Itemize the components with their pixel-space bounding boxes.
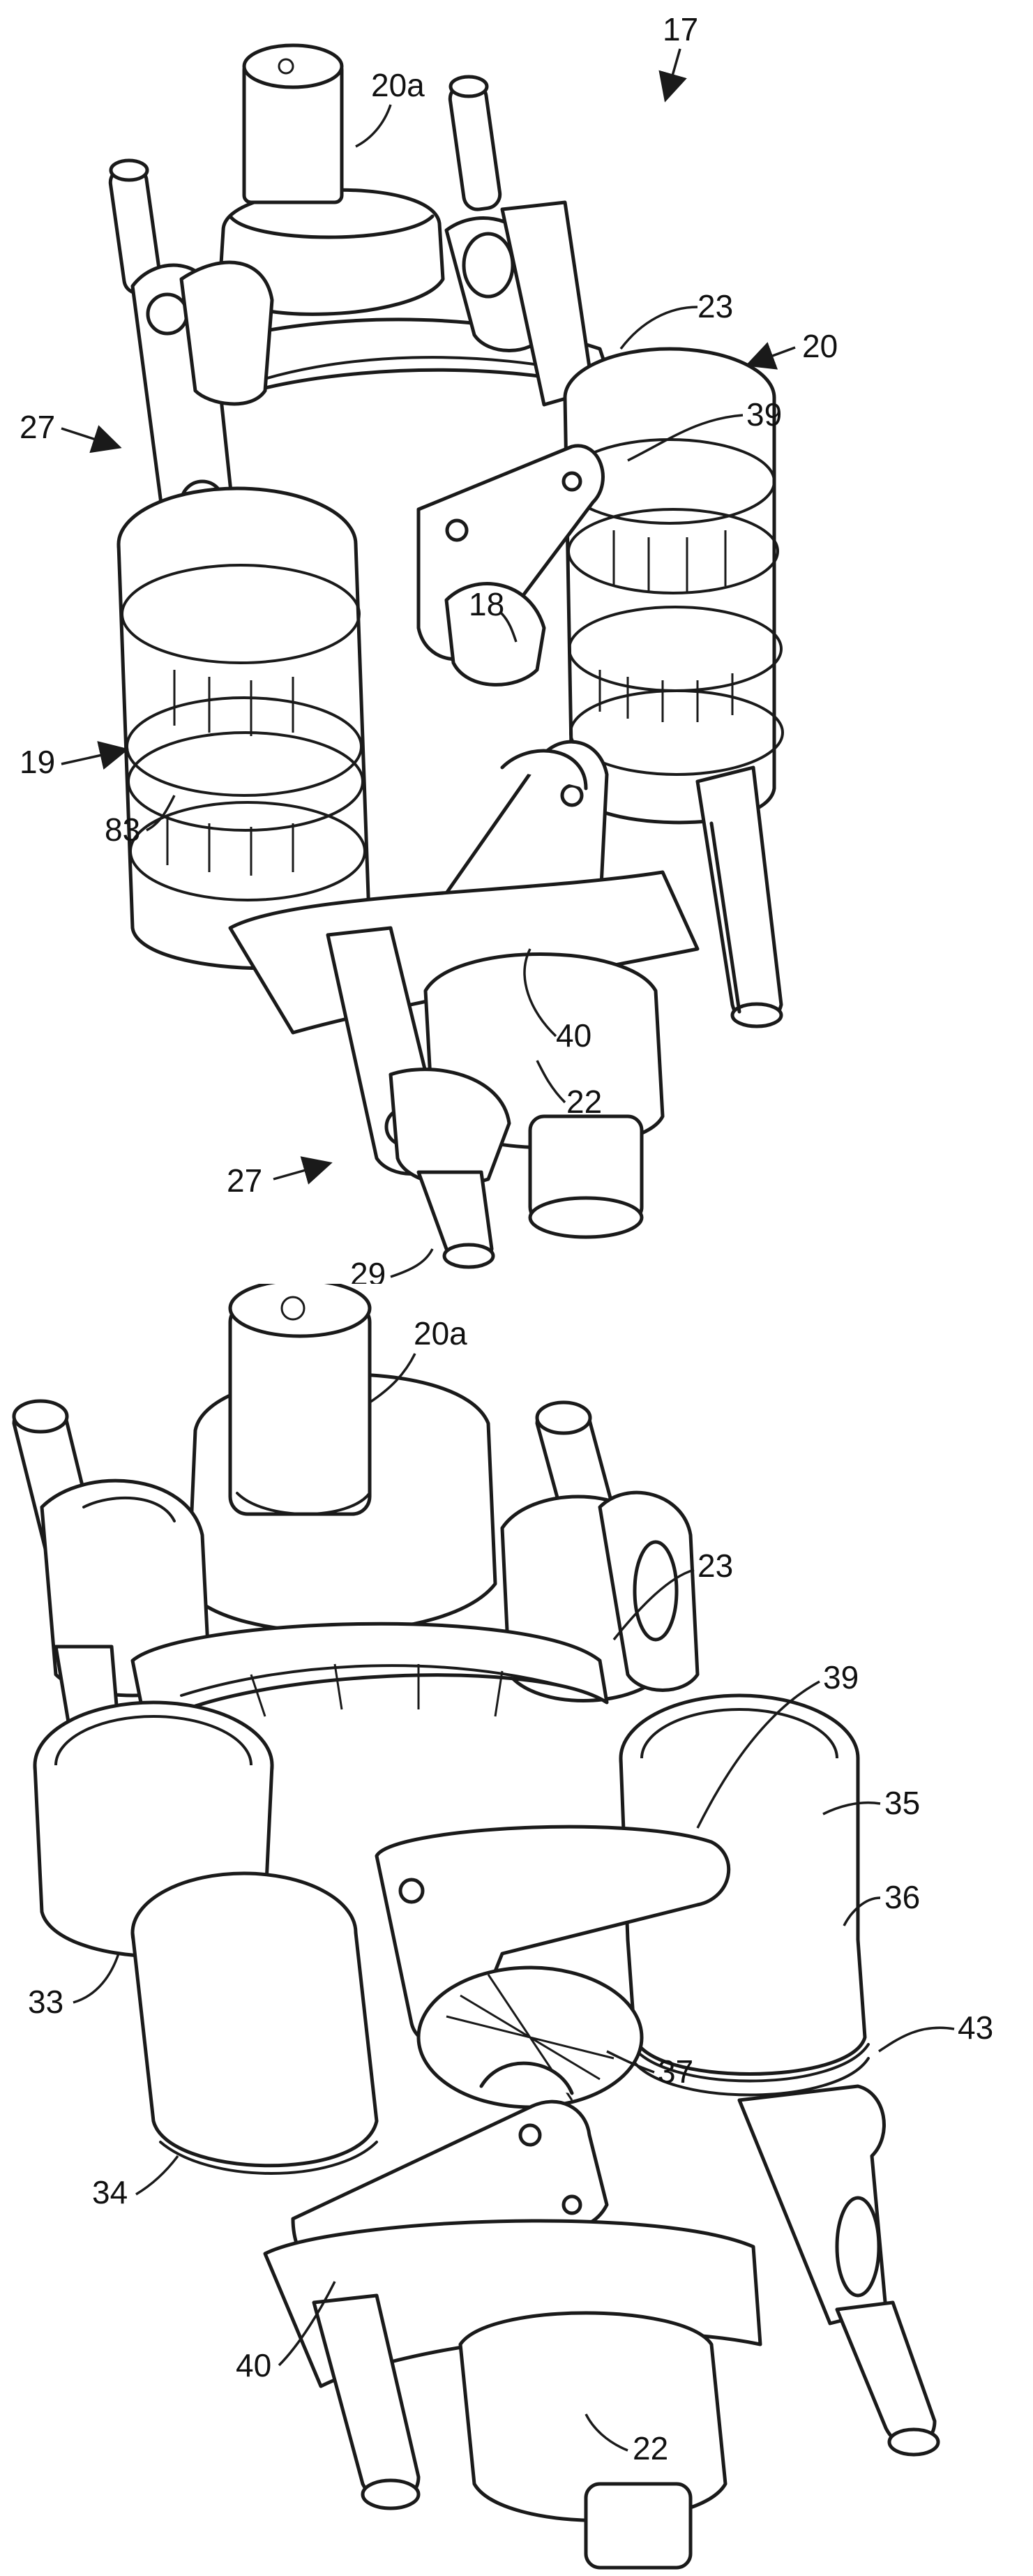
- label-23-bottom: 23: [698, 1548, 733, 1584]
- label-39: 39: [746, 396, 782, 433]
- left-lower-rods-bottom: [312, 2293, 421, 2510]
- figure-top-drawing: 17 20a 23 20 39 27 18 19 83 40 22 27 29: [20, 11, 838, 1284]
- cylinder-35: [619, 1693, 860, 1978]
- left-cylinder-stack: [116, 486, 372, 971]
- label-18: 18: [469, 586, 504, 622]
- upper-right-clevis: [444, 200, 595, 407]
- label-34: 34: [92, 2174, 128, 2210]
- label-22-bottom: 22: [633, 2430, 668, 2466]
- upper-shaft-20a: [218, 43, 445, 316]
- cylinder-36: [626, 1938, 870, 2097]
- right-rods: [695, 765, 783, 1028]
- upper-shaft-20a-bottom: [186, 1284, 497, 1634]
- rear-rods: [108, 75, 502, 295]
- label-27-lower: 27: [227, 1162, 262, 1199]
- right-lower-arm-bottom: [737, 2084, 940, 2457]
- figure-bottom-drawing: 20a 23 39 35 36 33 43 37 34 40 22: [12, 1284, 993, 2570]
- label-33: 33: [28, 1984, 63, 2020]
- figure-bottom: 20a 23 39 35 36 33 43 37 34 40 22: [0, 1284, 1033, 2576]
- label-83: 83: [105, 811, 140, 848]
- left-clevis-bottom: [40, 1478, 211, 1732]
- label-40-bottom: 40: [236, 2347, 271, 2383]
- label-20: 20: [802, 328, 838, 364]
- callouts-bottom: 20a 23 39 35 36 33 43 37 34 40 22: [28, 1315, 993, 2466]
- label-19: 19: [20, 744, 55, 780]
- upper-bracket-23-bottom: [130, 1622, 609, 1732]
- cylinder-34: [130, 1871, 379, 2175]
- label-43: 43: [958, 2009, 993, 2046]
- label-20a-bottom: 20a: [414, 1315, 467, 1351]
- label-20a: 20a: [371, 67, 425, 103]
- label-27-upper: 27: [20, 409, 55, 445]
- label-23: 23: [698, 288, 733, 324]
- label-17: 17: [663, 11, 698, 47]
- figure-top: 17 20a 23 20 39 27 18 19 83 40 22 27 29: [0, 0, 1033, 1284]
- callouts: 17 20a 23 20 39 27 18 19 83 40 22 27 29: [20, 11, 838, 1284]
- label-37: 37: [658, 2053, 693, 2090]
- right-cylinder-stack: [563, 347, 784, 825]
- label-29: 29: [350, 1256, 386, 1284]
- label-36: 36: [884, 1879, 920, 1915]
- lower-rod-29: [416, 1170, 495, 1269]
- lower-left-arm: [326, 926, 511, 1187]
- label-22: 22: [566, 1084, 602, 1120]
- disc-37: [416, 1965, 644, 2109]
- label-39-bottom: 39: [823, 1659, 859, 1695]
- label-40: 40: [556, 1017, 591, 1054]
- label-35: 35: [884, 1785, 920, 1821]
- pivot-18: [444, 582, 546, 687]
